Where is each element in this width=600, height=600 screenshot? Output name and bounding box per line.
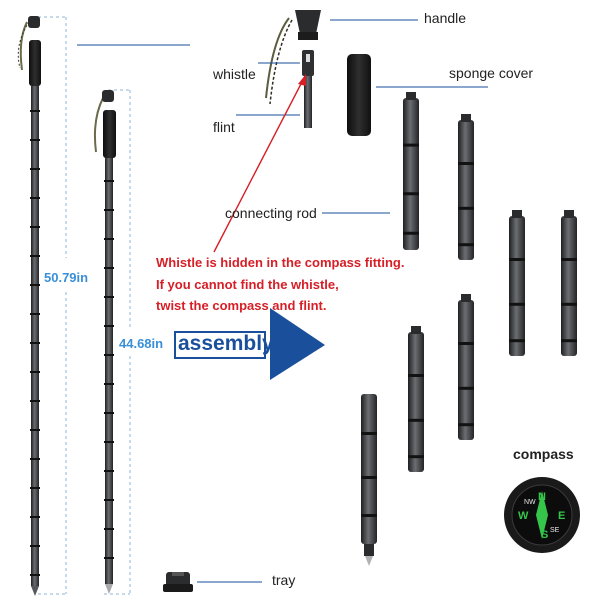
label-sponge-cover: sponge cover bbox=[449, 65, 534, 81]
assembly-arrow bbox=[270, 308, 325, 380]
compass-part bbox=[504, 477, 580, 553]
connecting-rod-piece bbox=[458, 294, 474, 440]
compass-nw: NW bbox=[524, 499, 536, 506]
connecting-rod-piece bbox=[509, 210, 525, 356]
sponge-cover-part bbox=[347, 54, 371, 136]
handle-part bbox=[265, 10, 321, 105]
segment-ring bbox=[104, 383, 114, 385]
segment-ring bbox=[30, 284, 40, 286]
segment-ring bbox=[30, 226, 40, 228]
long-pole bbox=[17, 16, 41, 596]
segment-ring bbox=[30, 458, 40, 460]
whistle-part bbox=[302, 50, 314, 128]
connecting-rod-piece bbox=[403, 92, 419, 250]
tip-rod bbox=[361, 394, 377, 566]
note-line-3: twist the compass and flint. bbox=[156, 298, 327, 313]
note-line-1: Whistle is hidden in the compass fitting… bbox=[156, 255, 405, 270]
connecting-rods bbox=[403, 92, 577, 472]
segment-ring bbox=[104, 412, 114, 414]
segment-ring bbox=[30, 545, 40, 547]
measurement-short-pole: 44.68in bbox=[119, 336, 164, 351]
segment-ring bbox=[30, 574, 40, 576]
segment-ring bbox=[30, 487, 40, 489]
segment-ring bbox=[30, 429, 40, 431]
compass-w: W bbox=[518, 510, 529, 522]
note-line-2: If you cannot find the whistle, bbox=[156, 277, 339, 292]
segment-ring bbox=[30, 110, 40, 112]
label-connecting-rod: connecting rod bbox=[225, 205, 317, 221]
label-handle: handle bbox=[424, 10, 467, 26]
segment-ring bbox=[30, 139, 40, 141]
assembly-label: assembly bbox=[178, 332, 274, 355]
segment-ring bbox=[30, 168, 40, 170]
short-pole bbox=[93, 90, 116, 594]
connecting-rod-piece bbox=[561, 210, 577, 356]
tray-part bbox=[163, 572, 193, 592]
segment-ring bbox=[104, 238, 114, 240]
segment-ring bbox=[30, 342, 40, 344]
label-whistle: whistle bbox=[213, 66, 256, 82]
segment-ring bbox=[104, 267, 114, 269]
red-arrow bbox=[213, 74, 306, 253]
segment-ring bbox=[30, 371, 40, 373]
segment-ring bbox=[104, 325, 114, 327]
pole-segment-rings bbox=[30, 110, 114, 576]
segment-ring bbox=[104, 354, 114, 356]
segment-ring bbox=[30, 313, 40, 315]
compass-e: E bbox=[558, 510, 565, 522]
compass-s: S bbox=[541, 529, 548, 541]
measure-lines bbox=[38, 16, 131, 595]
segment-ring bbox=[104, 209, 114, 211]
label-compass: compass bbox=[513, 446, 574, 462]
segment-ring bbox=[104, 557, 114, 559]
segment-ring bbox=[104, 528, 114, 530]
segment-ring bbox=[30, 516, 40, 518]
measurement-long-pole: 50.79in bbox=[44, 270, 89, 285]
segment-ring bbox=[30, 255, 40, 257]
assembly-badge bbox=[174, 331, 266, 359]
segment-ring bbox=[104, 499, 114, 501]
compass-se: SE bbox=[550, 527, 560, 534]
connecting-rod-piece bbox=[458, 114, 474, 260]
label-tray: tray bbox=[272, 572, 296, 588]
segment-ring bbox=[30, 197, 40, 199]
connecting-rod-piece bbox=[408, 326, 424, 472]
segment-ring bbox=[104, 296, 114, 298]
segment-ring bbox=[30, 400, 40, 402]
segment-ring bbox=[104, 441, 114, 443]
compass-n: N bbox=[538, 491, 546, 503]
label-flint: flint bbox=[213, 119, 235, 135]
segment-ring bbox=[104, 180, 114, 182]
segment-ring bbox=[104, 470, 114, 472]
